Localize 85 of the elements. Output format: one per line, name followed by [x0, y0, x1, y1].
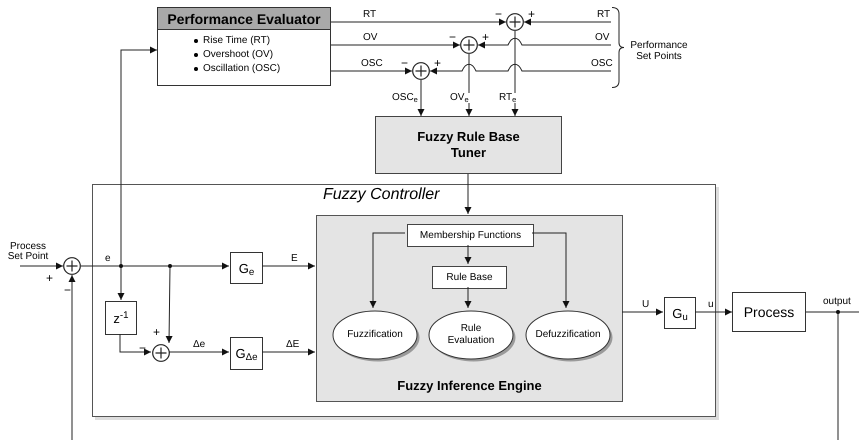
list-item: Rise Time (RT) — [203, 34, 270, 48]
arrow — [68, 274, 838, 440]
evaluator-box — [157, 7, 331, 86]
engine-panel — [316, 215, 623, 402]
ellipse-text: Defuzzification — [535, 329, 601, 341]
frame-title: Fuzzy Controller — [323, 187, 440, 203]
arrow — [330, 18, 506, 26]
list-item: Oscillation (OSC) — [203, 62, 280, 76]
edge-label: OV — [362, 33, 378, 43]
controller-frame — [92, 184, 716, 417]
gain-box — [664, 297, 696, 329]
summing-junction — [152, 344, 170, 362]
block-title: Fuzzy Rule Base Tuner — [416, 129, 521, 161]
sign-label: + — [46, 272, 54, 284]
sign-label: − — [495, 8, 502, 20]
edge-label: OSC — [360, 59, 384, 69]
panel-title: Fuzzy Inference Engine — [396, 379, 543, 392]
arrow — [120, 334, 152, 356]
edge-label: ΔE — [285, 340, 300, 350]
edge-label: OV — [594, 33, 610, 43]
arrow — [464, 174, 472, 214]
arrow — [262, 348, 316, 356]
gain-symbol: G$_{e}$ — [238, 262, 254, 274]
sign-label: − — [401, 57, 408, 69]
arrow — [330, 42, 460, 48]
arrow — [262, 262, 316, 270]
arrow — [622, 308, 664, 316]
list-item: Overshoot (OV) — [203, 48, 274, 62]
box-text: Process — [744, 305, 794, 319]
arrow — [464, 244, 472, 264]
summing-junction — [460, 36, 478, 54]
function-box — [407, 224, 534, 247]
summing-junction — [506, 13, 524, 31]
arrow — [464, 286, 472, 308]
ellipse-text: Fuzzification — [346, 329, 404, 341]
gain-symbol: G$_{Δe}$ — [235, 347, 258, 360]
gain-box — [105, 301, 137, 335]
process-ellipse — [332, 310, 418, 360]
arrow — [512, 30, 518, 116]
edge-label: U — [641, 300, 650, 310]
sign-label: + — [434, 57, 442, 69]
group-label: Performance Set Points — [629, 40, 689, 62]
edge-label: Δe — [192, 340, 206, 350]
arrow — [418, 80, 424, 116]
sign-label: + — [482, 31, 490, 43]
edge-label: output — [822, 297, 852, 307]
sign-label: − — [449, 31, 456, 43]
edge-label: u — [707, 300, 715, 310]
process-box — [732, 292, 806, 332]
arrow — [20, 262, 64, 270]
ellipse-text: Rule Evaluation — [446, 323, 496, 347]
arrow — [694, 308, 732, 316]
box-text: Membership Functions — [420, 230, 522, 240]
arrow — [478, 38, 612, 48]
sign-label: + — [153, 326, 160, 338]
arrow — [330, 68, 412, 74]
arrow — [430, 64, 612, 74]
gain-box — [230, 337, 263, 370]
sign-label: − — [64, 284, 72, 296]
gain-symbol: z$^{-1}$ — [113, 312, 129, 324]
arrow — [532, 232, 570, 308]
sign-label: − — [139, 342, 146, 354]
edge-label: OSC$_{e}$ — [391, 93, 419, 103]
arrow — [466, 54, 472, 116]
edge-label: E — [290, 254, 299, 264]
process-ellipse — [525, 310, 611, 360]
box-text: Rule Base — [446, 272, 493, 282]
summing-junction — [412, 62, 430, 80]
gain-box — [230, 252, 263, 284]
arrow — [168, 348, 230, 356]
arrow — [370, 232, 406, 308]
edge-label: RT$_{e}$ — [498, 93, 518, 103]
edge-label: OV$_{e}$ — [449, 93, 470, 103]
sign-label: + — [528, 8, 536, 20]
block-title: Performance Evaluator — [167, 12, 321, 26]
process-ellipse — [428, 310, 514, 360]
tuner-box — [375, 116, 562, 174]
function-box — [432, 266, 507, 289]
edge-label: RT — [362, 10, 378, 20]
edge-label: RT — [596, 10, 612, 20]
arrow — [524, 18, 612, 26]
edge-label: e — [104, 254, 112, 264]
gain-symbol: G$_{u}$ — [672, 306, 688, 320]
summing-junction — [63, 257, 81, 275]
edge-label: OSC — [590, 59, 614, 69]
